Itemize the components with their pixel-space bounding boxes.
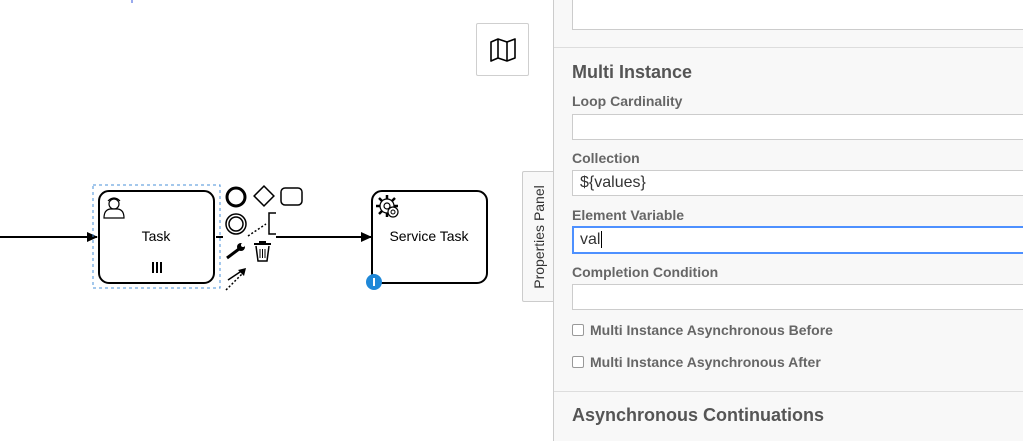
service-task-label: Service Task (389, 228, 469, 244)
element-variable-input[interactable]: val (572, 226, 1023, 254)
info-icon[interactable] (366, 274, 382, 290)
previous-field-input[interactable] (572, 0, 1023, 30)
async-after-row[interactable]: Multi Instance Asynchronous After (572, 354, 821, 370)
group-separator (554, 47, 1023, 48)
append-task-icon[interactable] (280, 187, 303, 206)
append-text-annotation-icon[interactable] (247, 212, 276, 237)
async-before-label: Multi Instance Asynchronous Before (590, 322, 833, 338)
map-icon (489, 37, 516, 62)
element-variable-value: val (580, 231, 601, 248)
group-separator (554, 391, 1023, 392)
async-before-checkbox[interactable] (572, 324, 584, 336)
async-after-label: Multi Instance Asynchronous After (590, 354, 821, 370)
completion-condition-input[interactable] (572, 284, 1023, 310)
multi-instance-group-title: Multi Instance (572, 62, 693, 82)
selection-outline (92, 184, 221, 289)
append-gateway-icon[interactable] (253, 185, 275, 207)
gear-icon (376, 195, 399, 218)
diagram-canvas[interactable]: Task (0, 0, 555, 441)
loop-cardinality-input[interactable] (572, 114, 1023, 140)
user-icon (103, 197, 125, 219)
async-continuations-group-title: Asynchronous Continuations (572, 405, 824, 425)
connect-arrow-icon[interactable] (225, 268, 246, 291)
user-task-label: Task (142, 228, 172, 244)
wrench-icon[interactable] (226, 243, 245, 260)
properties-panel-toggle-label: Properties Panel (530, 184, 547, 289)
service-task[interactable]: Service Task (366, 190, 488, 290)
context-pad[interactable] (225, 185, 303, 291)
properties-panel-toggle[interactable]: Properties Panel (522, 171, 554, 302)
parallel-marker-icon (152, 262, 162, 273)
completion-condition-label: Completion Condition (572, 264, 719, 280)
trash-icon[interactable] (254, 241, 271, 262)
loop-cardinality-label: Loop Cardinality (572, 93, 683, 109)
bpmn-diagram[interactable]: Task (0, 0, 555, 441)
async-after-checkbox[interactable] (572, 356, 584, 368)
collection-label: Collection (572, 150, 640, 166)
async-before-row[interactable]: Multi Instance Asynchronous Before (572, 322, 833, 338)
element-variable-label: Element Variable (572, 207, 685, 223)
collection-input[interactable] (572, 170, 1023, 196)
text-caret (601, 231, 603, 249)
properties-panel: Multi Instance Loop Cardinality Collecti… (553, 0, 1023, 441)
user-task[interactable]: Task (98, 190, 215, 284)
minimap-toggle-button[interactable] (476, 23, 529, 76)
append-end-event-icon[interactable] (225, 186, 247, 208)
append-intermediate-event-icon[interactable] (225, 213, 247, 235)
